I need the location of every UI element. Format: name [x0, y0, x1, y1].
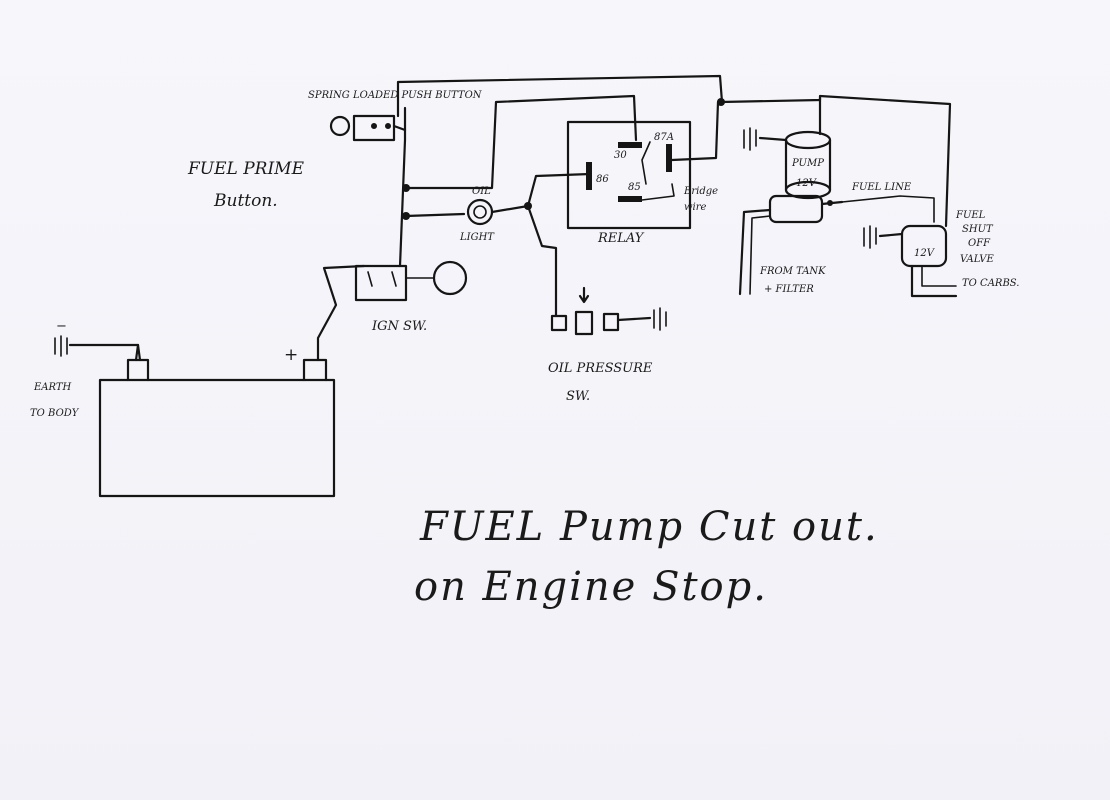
relay-pin-86: [586, 162, 592, 190]
label-fuel-prime-line1: FUEL PRIME: [187, 159, 305, 179]
pump-sides: [784, 138, 832, 192]
oil-warning-light: [466, 198, 494, 226]
wire-battery-to-ign: [316, 264, 366, 362]
wire-bus-to-relay-30: [404, 94, 638, 190]
label-spring-loaded-push-button: SPRING LOADED PUSH BUTTON: [308, 90, 483, 101]
label-valve-line1: FUEL: [955, 210, 986, 221]
battery-negative-terminal: [126, 358, 150, 382]
label-valve-line3: OFF: [968, 238, 991, 249]
oil-pressure-ground-symbol: [653, 307, 667, 331]
pump-ground-wire: [758, 136, 788, 142]
pump-outlet-node: [827, 200, 833, 206]
label-earth-line2: TO BODY: [30, 408, 80, 419]
pump-top: [784, 130, 832, 150]
ignition-switch: [354, 260, 468, 302]
wire-bus-to-oil-light: [404, 212, 466, 218]
label-from-tank-line1: FROM TANK: [759, 266, 826, 277]
battery-body: [98, 378, 336, 498]
fuel-pump: [743, 127, 844, 224]
valve-ground-wire: [878, 232, 904, 238]
label-to-carbs: TO CARBS.: [962, 278, 1019, 289]
ign-switch-contacts: [367, 271, 435, 287]
label-relay-87a: 87A: [654, 132, 674, 143]
relay-pin-87a: [666, 144, 672, 172]
label-relay-85: 85: [628, 182, 641, 193]
battery-positive-terminal: [302, 358, 328, 382]
ign-switch-body: [354, 264, 408, 302]
valve-ground-symbol: [863, 225, 877, 249]
pump-bottom: [784, 180, 832, 200]
label-relay-86: 86: [596, 174, 609, 185]
earth-ground-symbol: [54, 335, 68, 357]
label-oil-light-line1: OIL: [472, 186, 491, 197]
relay-pin-30: [618, 142, 642, 148]
label-fuel-line: FUEL LINE: [851, 182, 912, 193]
earth-to-body: [54, 335, 140, 357]
fuel-line-pump-to-valve: [841, 195, 935, 223]
valve-body: [900, 224, 948, 268]
label-oil-pressure-line2: SW.: [566, 389, 590, 404]
label-relay-30: 30: [614, 150, 627, 161]
wire-to-relay-86: [526, 172, 592, 208]
battery: [98, 343, 336, 498]
label-oil-light-line2: LIGHT: [459, 232, 495, 243]
wire-button-to-bus: [392, 124, 407, 132]
relay-bridge-wire: [641, 183, 675, 201]
ign-switch-key-circle: [432, 260, 468, 296]
label-pump: PUMP: [791, 158, 824, 169]
label-valve-line4: VALVE: [960, 254, 994, 265]
label-fuel-prime-line2: Button.: [213, 191, 278, 211]
title-line-2: on Engine Stop.: [414, 564, 768, 610]
label-oil-pressure-line1: OIL PRESSURE: [548, 361, 653, 376]
wire-ign-to-bus: [398, 106, 407, 268]
label-battery-positive: +: [284, 345, 298, 365]
wire-to-oil-pressure-switch: [526, 204, 558, 318]
label-valve-voltage: 12V: [914, 248, 936, 259]
spring-loaded-push-button: [329, 114, 396, 142]
wire-pump-bus-to-valve: [719, 94, 952, 228]
oil-pressure-contact-2: [602, 312, 620, 332]
push-button-body: [352, 114, 396, 142]
valve-outlet-line-1: [910, 264, 958, 298]
oil-pressure-arrow: [578, 286, 590, 304]
wire-oil-light-out: [490, 204, 530, 214]
label-battery-negative: −: [56, 319, 67, 334]
pump-base: [768, 194, 824, 224]
fuel-shut-off-valve: [863, 224, 958, 298]
oil-pressure-switch: [550, 286, 667, 336]
fuel-line-from-tank-outer: [738, 208, 772, 296]
oil-light-bulb: [466, 198, 494, 226]
label-ign-switch: IGN SW.: [371, 319, 427, 334]
oil-pressure-body: [574, 310, 594, 336]
label-from-tank-line2: + FILTER: [764, 284, 814, 295]
label-relay: RELAY: [597, 231, 645, 246]
label-valve-line2: SHUT: [962, 224, 994, 235]
relay: [566, 120, 692, 230]
oil-pressure-ground-wire: [616, 316, 652, 322]
battery-negative-post: [134, 343, 142, 362]
push-button-terminal-1: [371, 123, 377, 129]
oil-pressure-contact-1: [550, 314, 568, 332]
label-earth-line1: EARTH: [33, 382, 72, 393]
pump-ground-symbol: [743, 127, 757, 151]
label-bridge-wire-line2: wire: [684, 202, 707, 213]
label-pump-voltage: 12V: [796, 178, 818, 189]
oil-light-filament: [473, 205, 487, 219]
wire-relay-87a-out: [670, 100, 720, 162]
relay-body: [566, 120, 692, 230]
push-button-terminal-2: [385, 123, 391, 129]
push-button-cap: [329, 115, 351, 137]
valve-outlet-line-2: [921, 265, 957, 287]
fuel-line-from-tank-inner: [749, 215, 771, 295]
label-bridge-wire-line1: Bridge: [683, 186, 718, 197]
relay-pin-85: [618, 196, 642, 202]
title-line-1: FUEL Pump Cut out.: [419, 504, 879, 550]
wire-button-to-pump-bus: [396, 74, 724, 118]
relay-switch-arm: [641, 141, 651, 185]
